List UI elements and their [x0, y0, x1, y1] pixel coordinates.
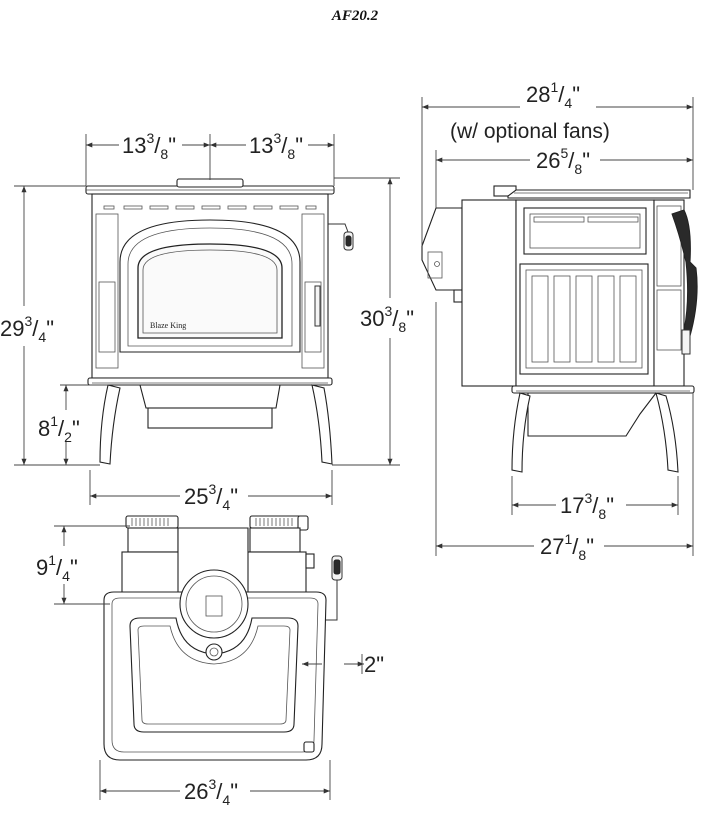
drawing-title: AF20.2 [331, 8, 379, 24]
dim-top-rear [54, 525, 130, 605]
dim-side-total [435, 302, 694, 556]
top-view [103, 515, 343, 761]
dim-top-clearance [302, 654, 364, 674]
dim-height-right-label: 303/8" [360, 303, 414, 335]
dim-front-base [89, 470, 333, 505]
dim-height-right [332, 177, 400, 466]
dim-leg-height [60, 384, 108, 465]
dim-top-rear-label: 91/4" [36, 552, 78, 584]
fans-note: (w/ optional fans) [450, 120, 610, 143]
dim-side-depth-fans-label: 281/4" [526, 79, 580, 111]
dim-side-depth [435, 150, 693, 208]
dim-side-leg-span-label: 173/8" [560, 490, 614, 522]
dim-leg-height-label: 81/2" [38, 413, 80, 445]
brand-label: Blaze King [150, 321, 186, 330]
dim-top-clearance-label: 2" [364, 652, 384, 677]
front-view [85, 178, 354, 465]
dim-side-depth-label: 265/8" [536, 145, 590, 177]
dim-side-leg-span [511, 476, 679, 515]
dim-top-width [99, 760, 331, 800]
dim-side-total-label: 271/8" [540, 531, 594, 563]
dim-height-left [14, 185, 100, 466]
dim-front-width-left: 133/8" [122, 130, 176, 162]
dim-front-width-right: 133/8" [249, 130, 303, 162]
dim-front-top [85, 134, 335, 186]
dim-front-base-label: 253/4" [184, 481, 238, 513]
dim-side-depth-fans [421, 97, 694, 246]
side-view [421, 185, 698, 473]
dim-top-width-label: 263/4" [184, 776, 238, 808]
dim-height-left-label: 293/4" [0, 313, 54, 345]
